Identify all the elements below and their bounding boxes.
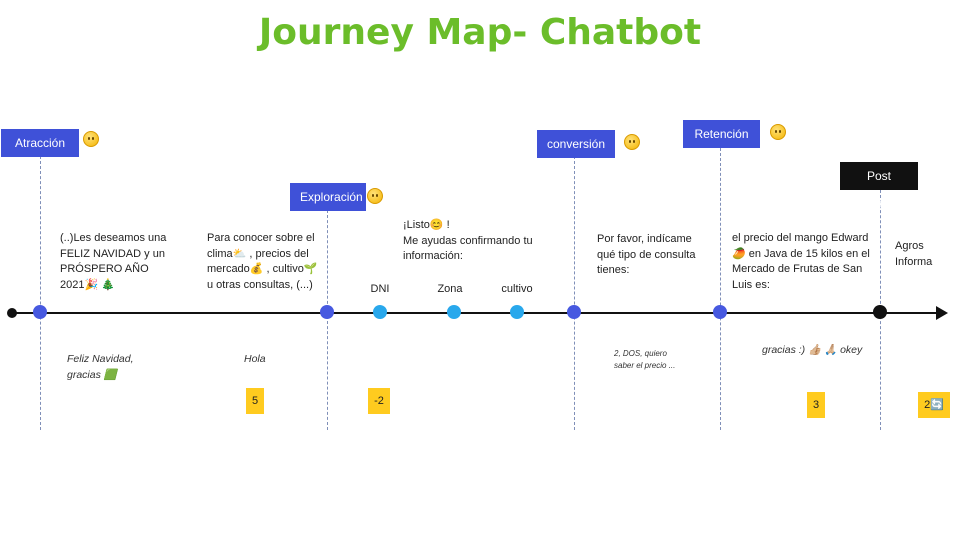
smile-emoji-icon [770,124,786,140]
thinking-emoji-icon [83,131,99,147]
response-exploracion: Hola [244,353,266,365]
timeline-node-exploracion[interactable] [320,305,334,319]
timeline-node-atraccion[interactable] [33,305,47,319]
timeline-node-zona[interactable] [447,305,461,319]
timeline-node-conversion[interactable] [567,305,581,319]
page-title: Journey Map- Chatbot [258,12,702,53]
message-retencion: el precio del mango Edward🥭 en Java de 1… [732,232,870,291]
stage-tag-exploracion[interactable]: Exploración [290,183,366,211]
response-retencion: gracias :) 👍🏼 🙏🏼 okey [762,344,863,356]
sub-label-cultivo: cultivo [501,283,533,295]
stage-tag-atraccion[interactable]: Atracción [1,129,79,157]
timeline-arrow-icon [936,306,948,320]
score-sticky-post-mortem: 2🔄 [918,392,950,418]
score-sticky-atraccion: 5 [246,388,264,414]
timeline-axis [12,312,942,314]
score-sticky-retencion: 3 [807,392,825,418]
stage-divider-retencion [720,148,721,430]
surprised-emoji-icon [624,134,640,150]
stage-divider-exploracion [327,210,328,430]
stage-tag-post-mortem[interactable]: Post mortem [840,162,918,211]
stage-divider-atraccion [40,156,41,430]
stage-divider-conversion [574,156,575,430]
sub-label-dni: DNI [370,283,390,295]
timeline-node-cultivo[interactable] [510,305,524,319]
response-atraccion: Feliz Navidad,gracias 🟩 [67,353,134,381]
timeline-node-retencion[interactable] [713,305,727,319]
stage-tag-retencion[interactable]: Retención [683,120,760,148]
stage-tag-conversion[interactable]: conversión [537,130,615,158]
sub-label-zona: Zona [437,283,463,295]
timeline-node-dni[interactable] [373,305,387,319]
timeline-node-post-mortem[interactable] [873,305,887,319]
score-sticky-exploracion: -2 [368,388,390,414]
monocle-emoji-icon [367,188,383,204]
